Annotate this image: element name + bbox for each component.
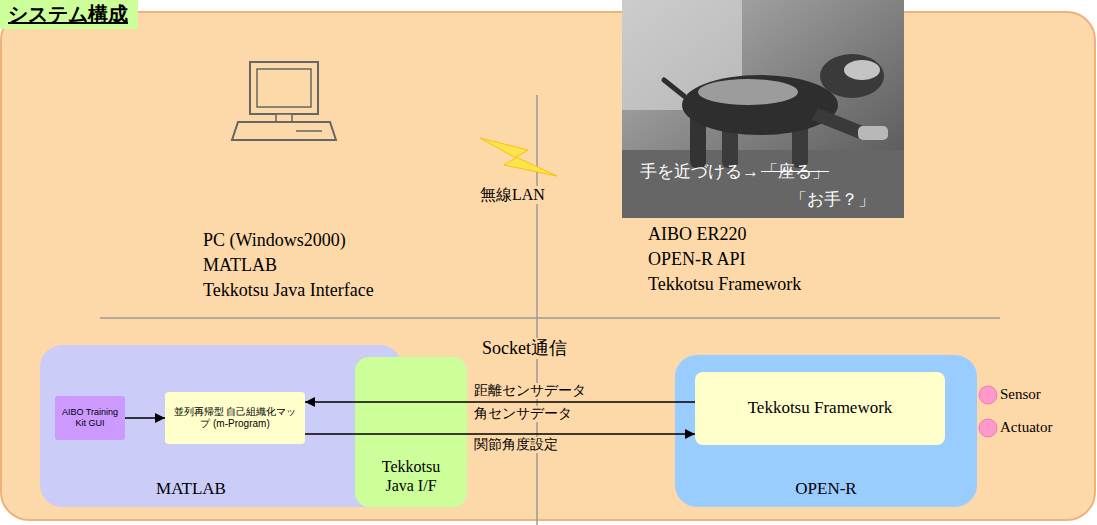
- connector-arrow: [305, 401, 695, 403]
- spec-line: OPEN-R API: [648, 249, 746, 270]
- photo-caption: 「お手？」: [790, 190, 875, 210]
- framework-box: Tekkotsu Framework: [695, 372, 945, 445]
- spec-line: Tekkotsu Java Interface: [203, 280, 374, 301]
- label-slot: Sensor: [1000, 386, 1041, 403]
- label-slot: AIBO ER220: [648, 224, 747, 245]
- divider-line: [536, 95, 538, 525]
- port-label: Sensor: [1000, 386, 1041, 403]
- monitor-neck: [276, 114, 292, 122]
- connector-arrow: [125, 417, 165, 419]
- robot-back: [698, 79, 798, 105]
- wireless-bolt: [480, 138, 557, 176]
- node-text: Tekkotsu Framework: [703, 398, 937, 418]
- edge-label: 関節角度設定: [472, 437, 560, 453]
- label-slot: 無線LAN: [478, 186, 547, 204]
- label-slot: Tekkotsu Framework: [648, 274, 801, 295]
- pc-icon: [232, 62, 336, 140]
- main-panel: [1, 12, 1095, 520]
- gui-box: AIBO Training Kit GUI: [55, 396, 125, 440]
- spec-line: MATLAB: [203, 255, 277, 276]
- spec-line: PC (Windows2000): [203, 230, 346, 251]
- spec-line: Tekkotsu Framework: [648, 274, 801, 295]
- matlab-panel: MATLAB AIBO Training Kit GUI 並列再帰型 自己組織化マッ…: [40, 345, 402, 507]
- som-box: 並列再帰型 自己組織化マップ (m-Program): [165, 392, 305, 444]
- monitor-frame: [250, 62, 318, 114]
- spec-line: AIBO ER220: [648, 224, 747, 245]
- divider-line: [100, 317, 1000, 319]
- photo-caption: 手を近づける→: [640, 162, 759, 182]
- robot-tail: [664, 80, 684, 96]
- edge-label-slot: 距離センサデータ: [472, 383, 588, 399]
- robot-visor: [844, 60, 880, 80]
- robot-head: [820, 54, 884, 98]
- photo-caption: 「座る」: [761, 162, 829, 182]
- title-text: システム構成: [0, 0, 138, 29]
- node-text: 並列再帰型 自己組織化マップ (m-Program): [169, 406, 301, 430]
- edge-group: [125, 402, 695, 434]
- photo-floor: [622, 150, 904, 218]
- link-label: Socket通信: [480, 338, 569, 359]
- pc-base: [232, 122, 336, 140]
- label-slot: Actuator: [1000, 419, 1052, 436]
- edge-label: 距離センサデータ: [472, 383, 588, 399]
- port-label: Actuator: [1000, 419, 1052, 436]
- node-text: Tekkotsu Java I/F: [367, 457, 455, 495]
- label-slot: MATLAB: [203, 255, 277, 276]
- label-slot: 角センサデータ: [472, 406, 574, 422]
- monitor-screen: [257, 69, 311, 107]
- sensor-dot: [979, 386, 997, 404]
- link-label: 無線LAN: [478, 186, 547, 204]
- label-slot: 「お手？」: [790, 190, 875, 210]
- robot-body: [682, 75, 838, 135]
- label-slot: 手を近づける→: [640, 162, 759, 182]
- label-slot: 「座る」: [761, 162, 829, 182]
- interface-box: Tekkotsu Java I/F: [355, 357, 467, 507]
- node-text: MATLAB: [50, 479, 332, 499]
- signal-label: 角センサデータ: [472, 406, 574, 422]
- actuator-dot: [979, 419, 997, 437]
- label-slot: Socket通信: [480, 338, 569, 359]
- node-text: OPEN-R: [685, 479, 967, 499]
- label-slot: PC (Windows2000): [203, 230, 346, 251]
- aibo-photo: [622, 0, 904, 218]
- drive-slot: [296, 130, 322, 132]
- node-text: AIBO Training Kit GUI: [59, 407, 121, 429]
- edge-label-slot: 関節角度設定: [472, 437, 560, 453]
- title-slot: システム構成: [0, 0, 138, 29]
- openr-panel: OPEN-R Tekkotsu Framework: [675, 355, 977, 507]
- photo-ground: [622, 0, 904, 218]
- label-slot: OPEN-R API: [648, 249, 746, 270]
- connector-arrow: [305, 433, 695, 435]
- label-slot: Tekkotsu Java Interface: [203, 280, 374, 301]
- robot-paw: [858, 126, 888, 140]
